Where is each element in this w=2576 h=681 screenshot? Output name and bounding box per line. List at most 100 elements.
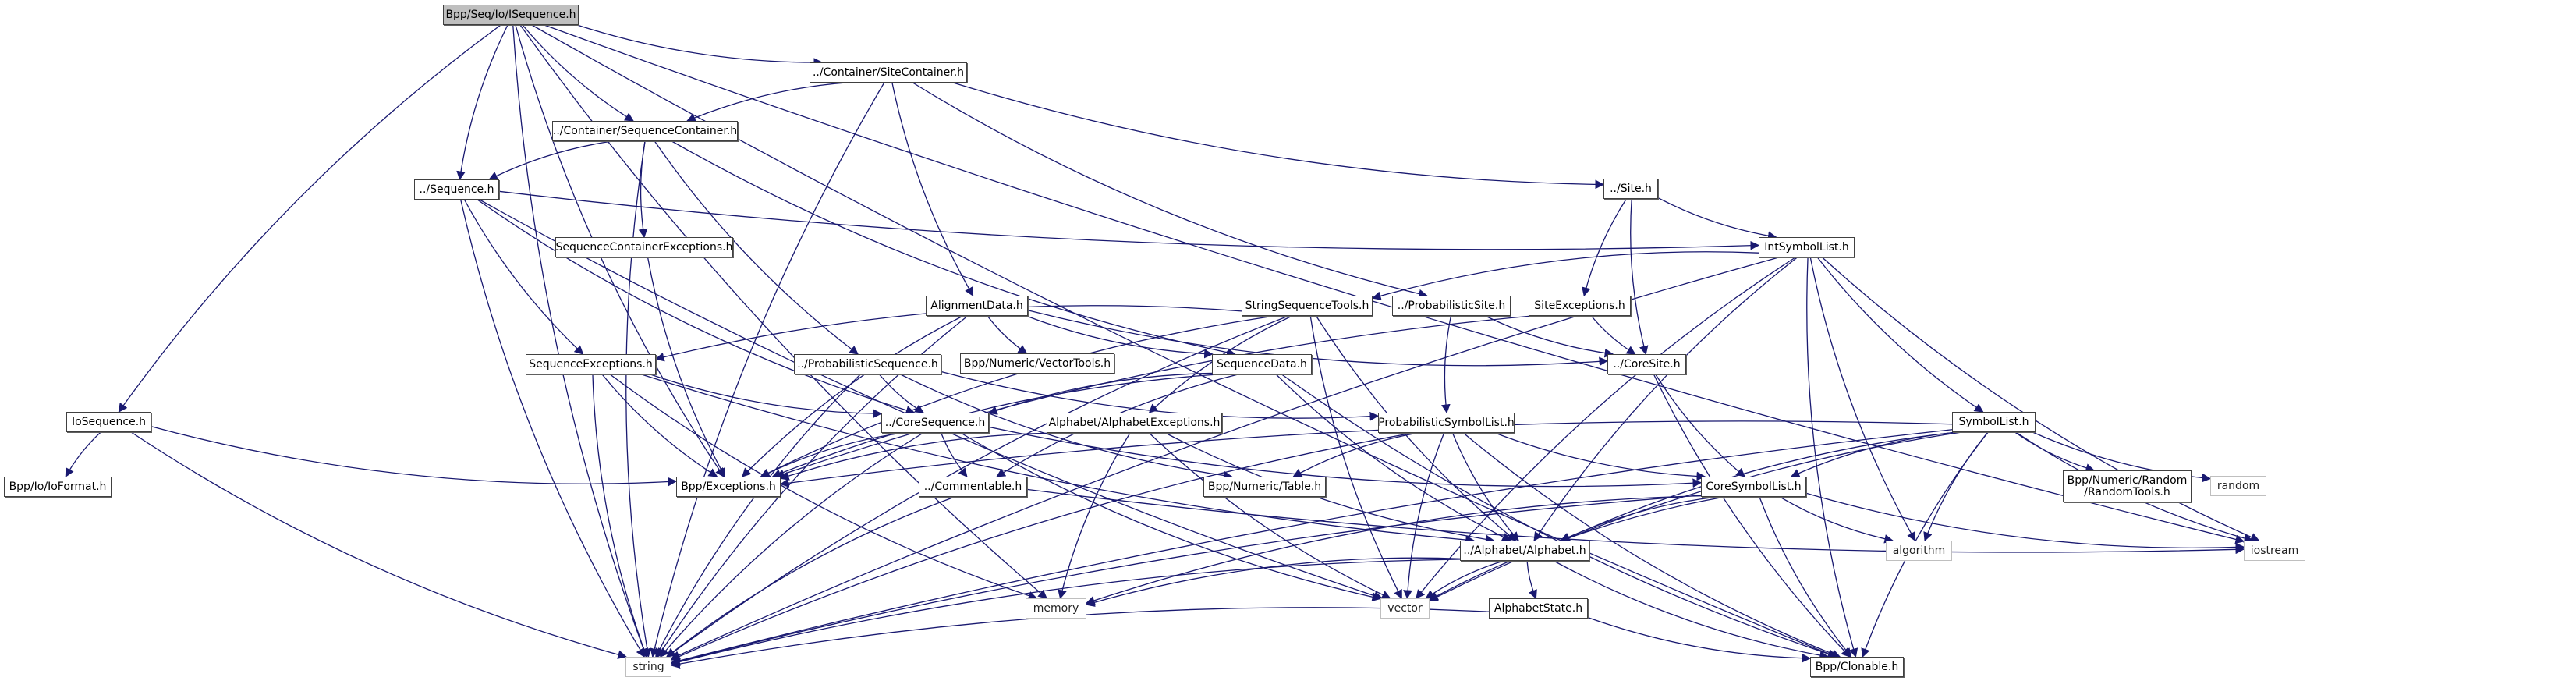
edge-intsymbollist-to-algorithm	[1809, 257, 1916, 542]
edge-sequencecontainer-to-string	[625, 140, 652, 658]
node-int-symbol-list[interactable]: IntSymbolList.h	[1759, 237, 1855, 257]
node-site-container[interactable]: ../Container/SiteContainer.h	[810, 62, 967, 83]
node-sequence-container-exceptions[interactable]: SequenceContainerExceptions.h	[555, 237, 733, 257]
edge-probabilisticsymbollist-to-vector	[1403, 432, 1445, 600]
node-probabilistic-site[interactable]: ../ProbabilisticSite.h	[1392, 296, 1511, 316]
edge-alignmentdata-to-vectortools	[987, 315, 1028, 354]
node-memory: memory	[1026, 598, 1086, 619]
edge-stringsequencetools-to-exceptions	[760, 315, 1275, 477]
edge-sequencedata-to-clonable	[1281, 374, 1838, 659]
node-core-site[interactable]: ../CoreSite.h	[1607, 354, 1686, 374]
node-alignment-data[interactable]: AlignmentData.h	[926, 296, 1028, 316]
node-clonable[interactable]: Bpp/Clonable.h	[1810, 657, 1904, 677]
edge-sequence-to-vector	[479, 199, 1384, 601]
edge-symbollist-to-randomtools	[2014, 431, 2096, 473]
edge-stringsequencetools-to-vector	[1309, 315, 1402, 600]
node-site-exceptions[interactable]: SiteExceptions.h	[1529, 296, 1631, 316]
node-alphabet-state[interactable]: AlphabetState.h	[1489, 598, 1588, 619]
edge-alphabet-to-memory	[1085, 557, 1461, 607]
edge-isequence-to-sitecontainer	[576, 24, 824, 67]
edge-sequencecontainer-to-probabilisticsequence	[654, 140, 859, 355]
edge-probabilisticsymbollist-to-string	[670, 432, 1414, 661]
edge-probabilisticsymbollist-to-coresymbollist	[1494, 432, 1706, 481]
node-sequence-data[interactable]: SequenceData.h	[1212, 354, 1312, 374]
node-site[interactable]: ../Site.h	[1603, 179, 1658, 199]
edge-alphabetexceptions-to-exceptions	[779, 432, 1070, 481]
edge-site-to-intsymbollist	[1657, 197, 1777, 241]
edge-alignmentdata-to-coresite	[1027, 310, 1609, 367]
edge-symbollist-to-vector	[1428, 431, 1962, 601]
edge-alphabetexceptions-to-alphabet	[1164, 432, 1495, 544]
edge-sitecontainer-to-sequencecontainer	[686, 82, 846, 122]
edge-probabilisticsite-to-coresite	[1485, 315, 1614, 358]
node-vector-tools[interactable]: Bpp/Numeric/VectorTools.h	[960, 353, 1114, 374]
edge-coresymbollist-to-algorithm	[1779, 496, 1894, 544]
node-algorithm: algorithm	[1886, 541, 1952, 561]
edge-alphabetexceptions-to-memory	[1058, 432, 1131, 600]
edge-sequencedata-to-alphabet	[1275, 374, 1511, 541]
node-io-format[interactable]: Bpp/Io/IoFormat.h	[4, 477, 112, 497]
edge-alignmentdata-to-sequencedata	[1026, 315, 1214, 359]
edge-intsymbollist-to-clonable	[1806, 257, 1858, 658]
edge-probabilisticsymbollist-to-alphabet	[1451, 432, 1519, 541]
edge-coresite-to-coresymbollist	[1655, 374, 1746, 477]
edge-coresymbollist-to-iostream	[1805, 492, 2245, 552]
edge-site-to-coresite	[1630, 198, 1649, 356]
edge-intsymbollist-to-string	[670, 257, 1779, 660]
node-io-sequence[interactable]: IoSequence.h	[66, 412, 151, 432]
edge-alphabet-to-vector	[1425, 560, 1504, 599]
edge-coresequence-to-vector	[960, 432, 1382, 601]
edge-coresequence-to-coresymbollist	[988, 426, 1703, 488]
edge-sequenceexceptions-to-alphabet	[641, 374, 1476, 544]
edge-iosequence-to-string	[130, 431, 627, 659]
node-string: string	[625, 657, 671, 677]
edge-seqcontainerexceptions-to-exceptions	[647, 257, 725, 478]
node-string-sequence-tools[interactable]: StringSequenceTools.h	[1242, 296, 1373, 316]
edge-sitecontainer-to-site	[952, 82, 1605, 190]
edge-isequence-to-exceptions	[515, 24, 725, 477]
node-commentable[interactable]: ../Commentable.h	[919, 477, 1027, 497]
node-vector: vector	[1380, 598, 1430, 619]
edge-coresequence-to-string	[660, 432, 924, 658]
node-core-symbol-list[interactable]: CoreSymbolList.h	[1701, 477, 1806, 497]
edge-coresymbollist-to-string	[670, 495, 1702, 666]
edge-siteexceptions-to-exceptions	[775, 315, 1532, 479]
node-probabilistic-sequence[interactable]: ../ProbabilisticSequence.h	[794, 354, 941, 374]
edge-alphabet-to-clonable	[1553, 560, 1829, 660]
edge-iosequence-to-exceptions	[151, 426, 678, 487]
edge-probabilisticsequence-to-coresequence	[878, 374, 925, 413]
edge-sequence-to-coresequence	[477, 199, 916, 415]
edge-sequencecontainer-to-sequencedata	[671, 140, 1236, 357]
edge-sequence-to-intsymbollist	[498, 190, 1760, 250]
node-symbol-list[interactable]: SymbolList.h	[1952, 412, 2036, 432]
edge-commentable-to-iostream	[1026, 488, 2245, 555]
node-iostream: iostream	[2244, 541, 2305, 561]
edge-coresymbollist-to-memory	[1085, 495, 1702, 605]
node-sequence-container[interactable]: ../Container/SequenceContainer.h	[552, 121, 738, 141]
node-probabilistic-symbol-list[interactable]: ProbabilisticSymbolList.h	[1378, 413, 1515, 433]
edge-symbollist-to-string	[670, 429, 1953, 665]
edge-sequencedata-to-coresequence	[987, 372, 1213, 415]
edge-probabilisticsymbollist-to-clonable	[1462, 432, 1841, 658]
node-core-sequence[interactable]: ../CoreSequence.h	[881, 413, 989, 433]
edge-isequence-to-iosequence	[118, 24, 501, 413]
node-random-tools[interactable]: Bpp/Numeric/Random /RandomTools.h	[2063, 470, 2192, 502]
node-sequence-exceptions[interactable]: SequenceExceptions.h	[526, 354, 656, 374]
edge-symbollist-to-clonable	[1861, 431, 1989, 658]
edge-isequence-to-iostream	[544, 24, 2245, 544]
node-table[interactable]: Bpp/Numeric/Table.h	[1203, 477, 1326, 497]
node-exceptions[interactable]: Bpp/Exceptions.h	[676, 477, 781, 497]
node-sequence[interactable]: ../Sequence.h	[414, 179, 499, 200]
node-alphabet-exceptions[interactable]: Alphabet/AlphabetExceptions.h	[1047, 413, 1222, 433]
node-isequence: Bpp/Seq/Io/ISequence.h	[443, 5, 579, 25]
edge-intsymbollist-to-symbollist	[1816, 257, 1984, 413]
edge-commentable-to-string	[665, 496, 955, 658]
edge-coresequence-to-commentable	[941, 432, 968, 477]
node-alphabet[interactable]: ../Alphabet/Alphabet.h	[1460, 541, 1589, 561]
edge-alphabetstate-to-clonable	[1587, 617, 1812, 663]
edge-probabilisticsymbollist-to-table	[1292, 432, 1418, 477]
edge-sequencecontainer-to-sequence	[488, 140, 613, 180]
edge-intsymbollist-to-alphabet	[1533, 257, 1798, 541]
